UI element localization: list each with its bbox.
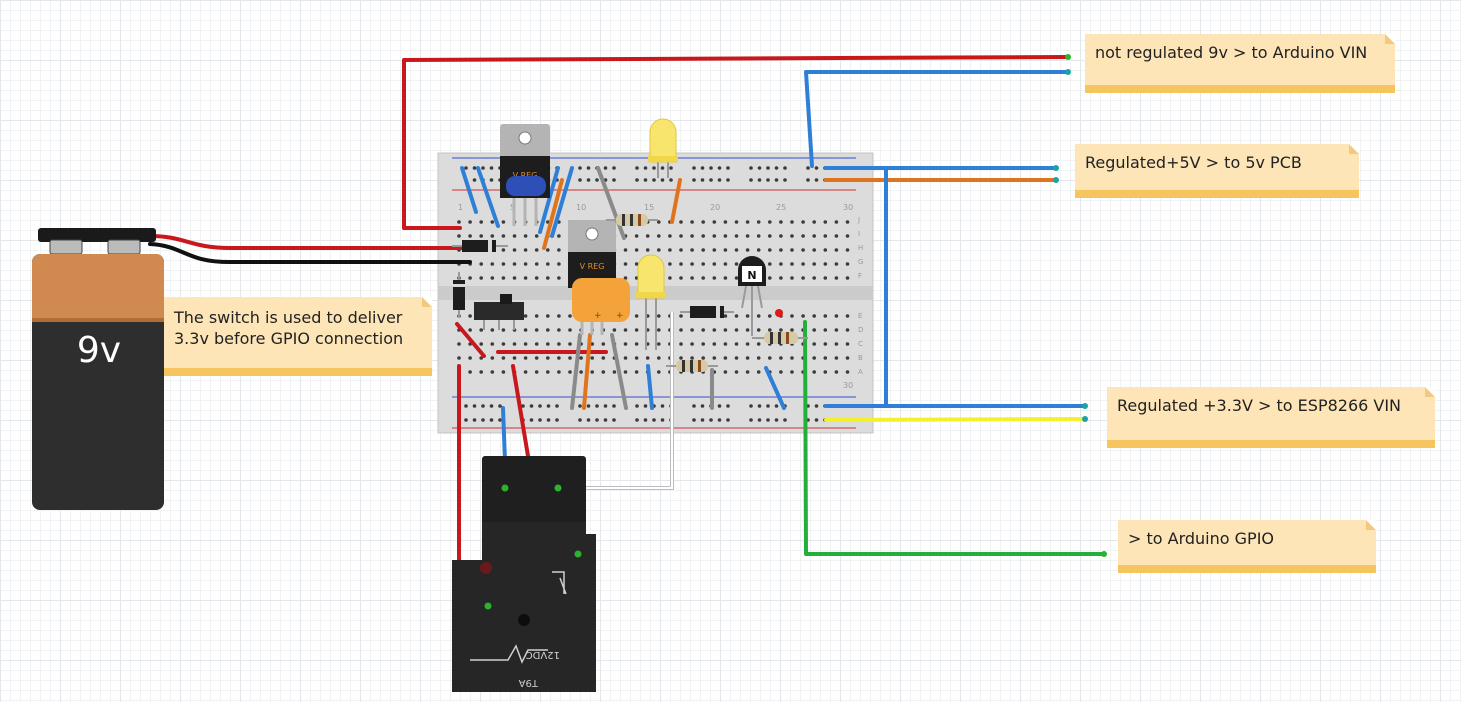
svg-text:C: C <box>858 340 863 348</box>
jumper-blue <box>646 364 654 410</box>
jumper-orange <box>670 178 682 224</box>
svg-text:20: 20 <box>710 203 720 212</box>
diode-vertical <box>453 272 465 318</box>
svg-text:1: 1 <box>458 203 463 212</box>
svg-text:E: E <box>858 312 862 320</box>
svg-text:J: J <box>857 216 860 224</box>
note-esp-vin: Regulated +3.3V > to ESP8266 VIN <box>1107 387 1435 448</box>
note-arduino-gpio-text: > to Arduino GPIO <box>1128 529 1274 548</box>
relay: 12VDC T9A <box>452 456 596 692</box>
battery-9v <box>32 228 164 510</box>
svg-text:10: 10 <box>576 203 586 212</box>
note-5v-pcb: Regulated+5V > to 5v PCB <box>1075 144 1359 198</box>
capacitor-orange: + + <box>572 278 630 322</box>
resistor-middle <box>666 360 718 372</box>
svg-text:12VDC: 12VDC <box>526 649 560 660</box>
svg-text:I: I <box>858 230 860 238</box>
svg-text:D: D <box>858 326 863 334</box>
svg-text:H: H <box>858 244 863 252</box>
battery-red-lead <box>148 234 472 250</box>
status-dot <box>775 309 783 317</box>
svg-text:15: 15 <box>644 203 654 212</box>
capacitor-blue <box>506 176 546 196</box>
slide-switch <box>474 294 524 330</box>
note-esp-vin-text: Regulated +3.3V > to ESP8266 VIN <box>1117 396 1402 415</box>
jumper-orange <box>542 178 564 250</box>
jumper-blue <box>460 166 478 214</box>
svg-text:25: 25 <box>776 203 786 212</box>
svg-text:30: 30 <box>843 203 853 212</box>
svg-text:B: B <box>858 354 863 362</box>
svg-text:+: + <box>594 311 602 321</box>
jumper-blue <box>764 366 786 410</box>
led-yellow-middle <box>636 254 666 350</box>
svg-text:30: 30 <box>843 381 853 390</box>
wire-end-connectors <box>484 54 1107 610</box>
note-arduino-vin: not regulated 9v > to Arduino VIN <box>1085 34 1395 93</box>
svg-text:A: A <box>858 368 863 376</box>
svg-text:V REG: V REG <box>580 262 605 271</box>
wire-blue-arduino-top <box>804 70 1070 168</box>
battery-black-lead <box>148 242 472 264</box>
breadboard-row-letters: J I H G F E D C B A <box>857 216 863 376</box>
note-switch-text: The switch is used to deliver 3.3v befor… <box>174 308 404 348</box>
diode-right <box>680 306 734 318</box>
svg-text:+: + <box>616 311 624 321</box>
note-switch: The switch is used to deliver 3.3v befor… <box>164 297 432 376</box>
diode-input <box>452 240 508 252</box>
wire-white-relay-inner <box>558 312 673 489</box>
resistor-top <box>606 214 658 226</box>
svg-text:N: N <box>747 269 756 282</box>
jumper-red <box>455 322 486 358</box>
transistor-npn: N <box>738 256 766 336</box>
jumper-blue <box>550 166 574 238</box>
jumper-grey <box>610 333 628 410</box>
battery-voltage-label: 9v <box>76 330 122 371</box>
svg-text:V REG: V REG <box>513 171 538 180</box>
note-arduino-vin-text: not regulated 9v > to Arduino VIN <box>1095 43 1368 62</box>
svg-text:F: F <box>858 272 862 280</box>
led-yellow-top <box>648 118 678 178</box>
svg-text:G: G <box>858 258 863 266</box>
jumper-grey <box>570 333 582 410</box>
wire-green-gpio <box>803 320 1106 556</box>
jumper-blue <box>538 166 560 234</box>
note-arduino-gpio: > to Arduino GPIO <box>1118 520 1376 573</box>
wire-red-arduino-vin <box>402 55 1070 230</box>
note-5v-pcb-text: Regulated+5V > to 5v PCB <box>1085 153 1302 172</box>
breadboard: 1 5 10 15 20 25 30 30 J I H G F E D C B … <box>437 152 874 434</box>
svg-text:T9A: T9A <box>519 677 539 688</box>
jumper-orange <box>582 333 592 410</box>
jumper-blue <box>476 166 500 228</box>
resistor-right <box>752 332 808 344</box>
jumper-grey <box>596 166 626 240</box>
wire-yellow-esp-vin <box>824 417 1087 422</box>
